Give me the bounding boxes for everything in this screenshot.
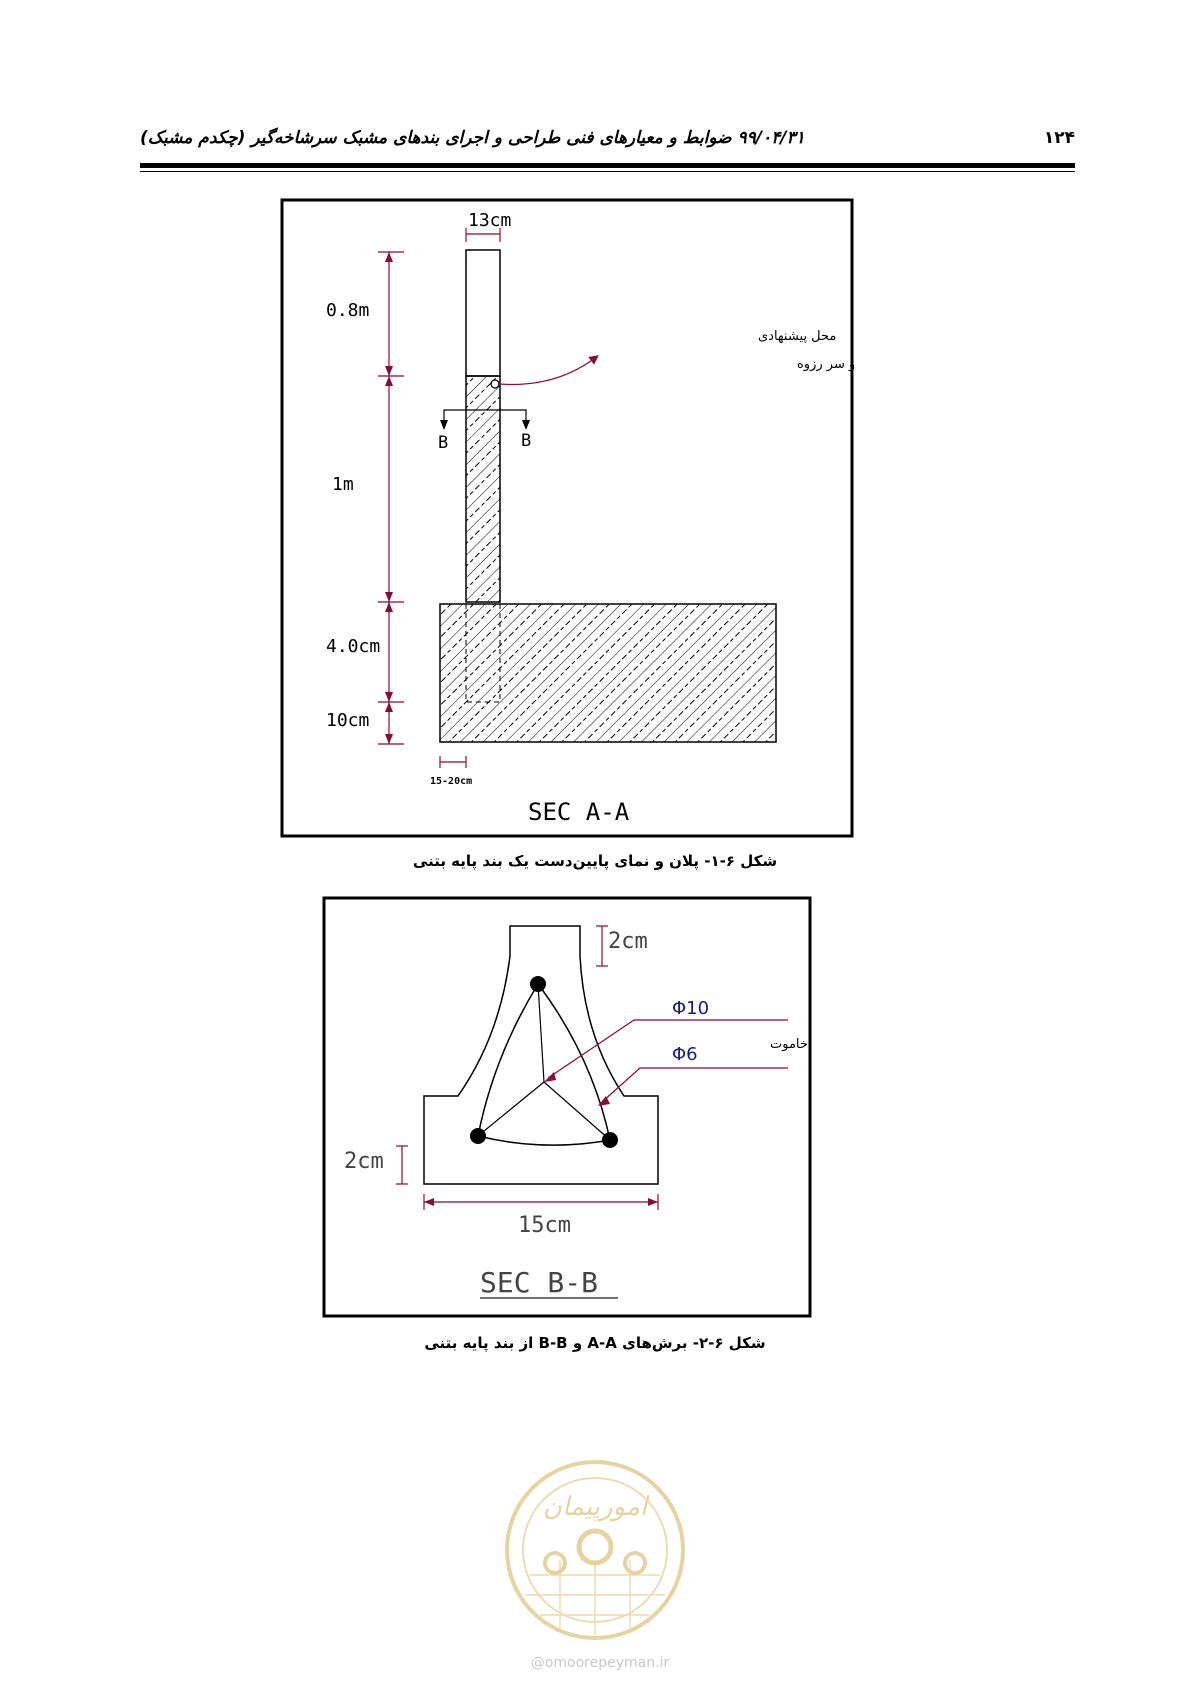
watermark-text: امورپیمان	[543, 1492, 650, 1522]
section-mark-left: B	[438, 433, 448, 453]
rebar-left	[470, 1128, 486, 1144]
note-line-2: جهت عبور میلگرد دو سر رزوه	[797, 356, 854, 372]
base-dim-label: 15cm	[518, 1213, 571, 1238]
section-mark-right: B	[521, 431, 531, 451]
figure1-frame	[280, 198, 854, 838]
running-title: ۹۹/۰۴/۳۱ ضوابط و معیارهای فنی طراحی و اج…	[140, 128, 805, 148]
side-dim-label: 2cm	[344, 1149, 384, 1174]
footing	[439, 603, 777, 743]
stirrup-name: خاموت	[770, 1037, 808, 1052]
rod-hole	[490, 379, 500, 389]
post-upper	[465, 249, 501, 377]
rebar-label: Φ10	[672, 998, 709, 1019]
figure1-caption: شکل ۶-۱- پلان و نمای پایین‌دست یک بند پا…	[412, 852, 778, 870]
watermark-logo: امورپیمان	[505, 1460, 685, 1640]
height-label-4: 10cm	[326, 710, 369, 731]
sec-aa-title: SEC A-A	[528, 798, 630, 826]
offset-label: 15-20cm	[430, 776, 472, 787]
rebar-top	[530, 976, 546, 992]
figure-sec-aa: 13cm B B محل پیشنهادی جهت عبور میلگرد دو…	[280, 198, 854, 838]
section-outline	[423, 925, 659, 1185]
stirrup-label: Φ6	[672, 1044, 698, 1065]
rebar-right	[602, 1132, 618, 1148]
top-dim-label: 2cm	[608, 929, 648, 954]
figure2-frame	[322, 896, 812, 1318]
sec-bb-title: SEC B-B	[480, 1266, 598, 1299]
figure2-caption: شکل ۶-۲- برش‌های A-A و B-B از بند پایه ب…	[424, 1334, 766, 1352]
site-url: @omoorepeyman.ir	[530, 1655, 670, 1671]
figure-sec-bb: Φ10 Φ6 خاموت 2cm 2cm 15cm SEC B-B	[322, 896, 812, 1318]
height-label-2: 1m	[332, 474, 354, 495]
post-lower	[465, 375, 501, 603]
page-number: ۱۲۴	[1043, 128, 1075, 148]
header-rule-thin	[140, 171, 1075, 172]
note-line-1: محل پیشنهادی	[758, 329, 836, 344]
page-header: ۹۹/۰۴/۳۱ ضوابط و معیارهای فنی طراحی و اج…	[140, 128, 1075, 158]
height-label-1: 0.8m	[326, 300, 369, 321]
header-rule-thick	[140, 163, 1075, 168]
width-top-label: 13cm	[468, 210, 511, 231]
height-label-3: 4.0cm	[326, 636, 380, 657]
